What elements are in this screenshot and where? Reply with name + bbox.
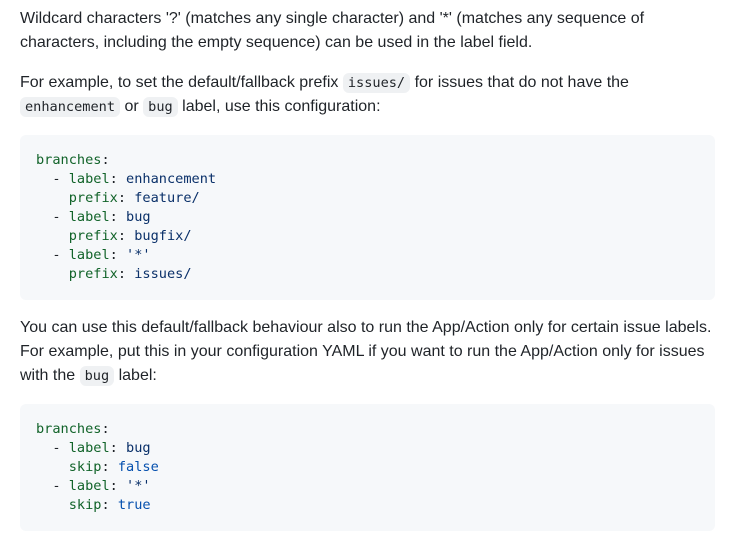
inline-code-bug-2: bug: [79, 366, 115, 386]
yaml-key: label: [68, 209, 110, 225]
skip-paragraph: You can use this default/fallback behavi…: [20, 316, 715, 388]
yaml-key: skip: [68, 497, 102, 513]
example-text-d: label, use this configuration:: [177, 98, 381, 115]
yaml-key: prefix: [68, 190, 118, 206]
code-block-skip-config[interactable]: branches: - label: bug skip: false - lab…: [20, 404, 715, 531]
yaml-value: enhancement: [126, 171, 217, 187]
yaml-key: label: [68, 171, 110, 187]
yaml-key: skip: [68, 459, 102, 475]
yaml-key: branches: [36, 152, 102, 168]
yaml-value: bug: [126, 209, 151, 225]
inline-code-bug: bug: [143, 97, 178, 117]
yaml-key: branches: [36, 421, 102, 437]
yaml-key: label: [68, 478, 110, 494]
wildcard-paragraph: Wildcard characters '?' (matches any sin…: [20, 7, 715, 55]
skip-text-a: You can use this default/fallback behavi…: [20, 319, 712, 384]
yaml-value: '*': [126, 478, 151, 494]
inline-code-enhancement: enhancement: [20, 97, 121, 117]
example-text-c: or: [120, 98, 144, 115]
yaml-boolean: false: [117, 459, 159, 475]
yaml-boolean: true: [117, 497, 151, 513]
example-paragraph: For example, to set the default/fallback…: [20, 71, 715, 119]
yaml-value: bugfix/: [134, 228, 192, 244]
markdown-body: Wildcard characters '?' (matches any sin…: [20, 7, 715, 531]
inline-code-issues: issues/: [342, 73, 411, 93]
yaml-key: prefix: [68, 228, 118, 244]
yaml-value: issues/: [134, 266, 192, 282]
yaml-key: label: [68, 247, 110, 263]
yaml-key: label: [68, 440, 110, 456]
yaml-key: prefix: [68, 266, 118, 282]
skip-text-b: label:: [114, 367, 157, 384]
code-block-prefix-config[interactable]: branches: - label: enhancement prefix: f…: [20, 135, 715, 300]
yaml-value: bug: [126, 440, 151, 456]
yaml-value: feature/: [134, 190, 200, 206]
yaml-value: '*': [126, 247, 151, 263]
example-text-a: For example, to set the default/fallback…: [20, 74, 343, 91]
wildcard-text: Wildcard characters '?' (matches any sin…: [20, 10, 645, 51]
example-text-b: for issues that do not have the: [410, 74, 629, 91]
